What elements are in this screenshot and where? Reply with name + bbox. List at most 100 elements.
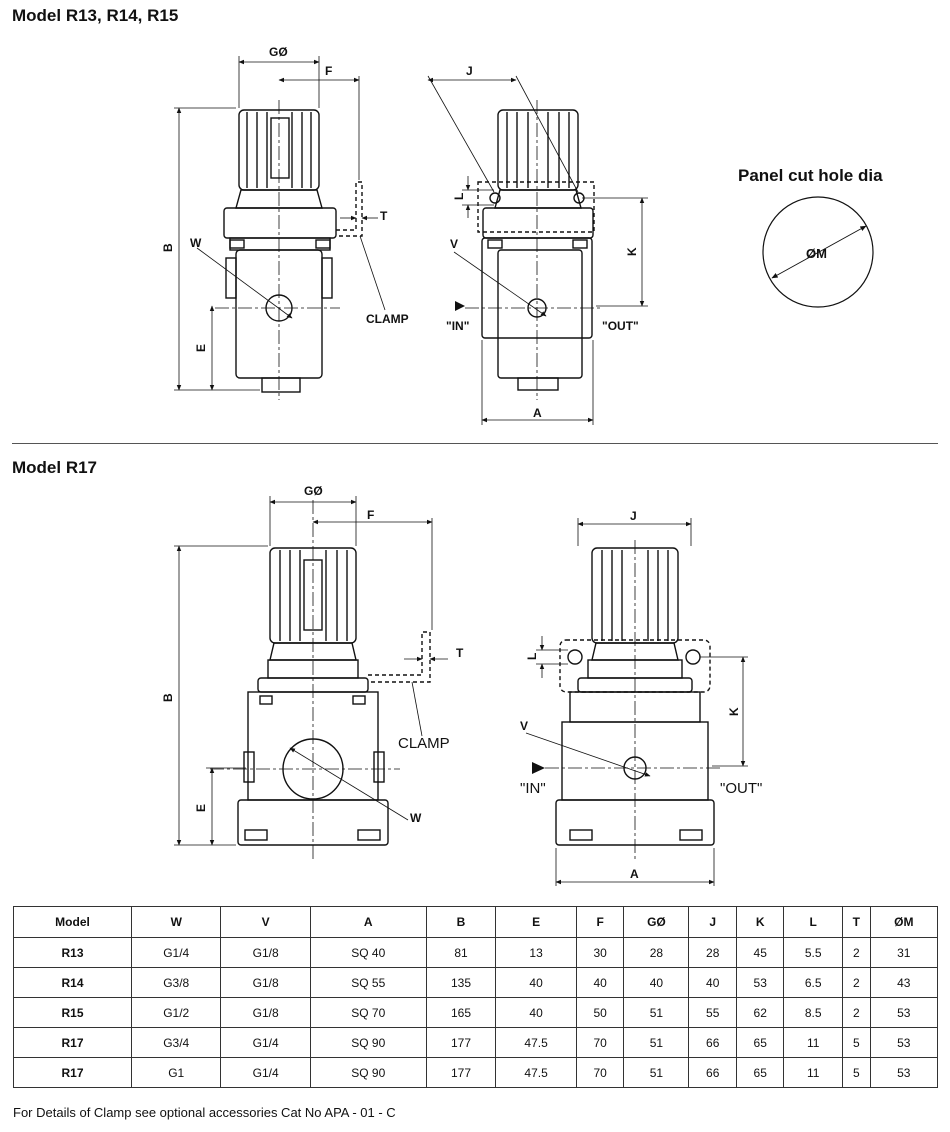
cell: 135 <box>425 967 497 998</box>
label-out-2: "OUT" <box>720 780 762 797</box>
cell: 11 <box>783 1057 843 1088</box>
cell-model: R14 <box>12 967 133 998</box>
label-in-2: "IN" <box>520 780 546 797</box>
cell-model: R17 <box>12 1057 133 1088</box>
header-j: J <box>688 906 737 938</box>
cell: G1/4 <box>220 1057 311 1088</box>
section-divider <box>12 443 938 444</box>
table-row: R15 G1/2 G1/8 SQ 70 165 40 50 51 55 62 8… <box>12 997 939 1028</box>
cell: 40 <box>688 967 737 998</box>
section-title-r17: Model R17 <box>12 458 98 477</box>
label-out-1: "OUT" <box>602 319 639 333</box>
cell: 40 <box>575 967 625 998</box>
cell: 40 <box>495 967 577 998</box>
label-m: ØM <box>806 246 827 261</box>
label-k-2: K <box>727 707 741 716</box>
table-header-row: Model W V A B E F GØ J K L T ØM <box>12 906 939 938</box>
cell: 51 <box>623 1057 690 1088</box>
header-k: K <box>735 906 785 938</box>
cell: G1/8 <box>220 967 311 998</box>
cell: 5 <box>841 1027 871 1058</box>
cell: 8.5 <box>783 997 843 1028</box>
panel-cut-hole-circle <box>762 196 874 308</box>
table-row: R13 G1/4 G1/8 SQ 40 81 13 30 28 28 45 5.… <box>12 937 939 968</box>
header-w: W <box>131 906 222 938</box>
cell: 62 <box>735 997 785 1028</box>
label-b-2: B <box>161 693 175 702</box>
cell: SQ 90 <box>309 1027 427 1058</box>
label-a-1: A <box>533 406 542 420</box>
header-f: F <box>575 906 625 938</box>
drawing-r17: GØ F T B E W CLAMP J L K V "IN" "OUT" A <box>161 484 762 886</box>
table-row: R17 G3/4 G1/4 SQ 90 177 47.5 70 51 66 65… <box>12 1027 939 1058</box>
cell: 13 <box>495 937 577 968</box>
label-j-1: J <box>466 64 473 78</box>
cell-model: R15 <box>12 997 133 1028</box>
label-t-1: T <box>380 209 388 223</box>
cell: SQ 90 <box>309 1057 427 1088</box>
cell: 66 <box>688 1057 737 1088</box>
label-g-1: GØ <box>269 45 288 59</box>
header-a: A <box>309 906 427 938</box>
header-t: T <box>841 906 871 938</box>
cell: G1/8 <box>220 937 311 968</box>
cell: SQ 40 <box>309 937 427 968</box>
cell: 28 <box>623 937 690 968</box>
cell: 55 <box>688 997 737 1028</box>
label-f-1: F <box>325 64 332 78</box>
label-clamp-2: CLAMP <box>398 735 450 752</box>
table-row: R17 G1 G1/4 SQ 90 177 47.5 70 51 66 65 1… <box>12 1057 939 1088</box>
cell: 47.5 <box>495 1057 577 1088</box>
label-l-2: L <box>525 653 539 660</box>
cell: 2 <box>841 967 871 998</box>
cell: 65 <box>735 1027 785 1058</box>
cell: 2 <box>841 937 871 968</box>
section-title-r13-r15: Model R13, R14, R15 <box>12 6 179 25</box>
cell: 43 <box>869 967 939 998</box>
cell: G1/4 <box>131 937 222 968</box>
cell: 51 <box>623 997 690 1028</box>
label-a-2: A <box>630 867 639 881</box>
cell: 47.5 <box>495 1027 577 1058</box>
header-e: E <box>495 906 577 938</box>
cell: 30 <box>575 937 625 968</box>
drawing-r13-r15: GØ F T B W E CLAMP J L K V "IN" "OUT" A … <box>161 45 883 425</box>
label-e-1: E <box>194 344 208 352</box>
label-w-2: W <box>410 811 422 825</box>
label-v-2: V <box>520 719 528 733</box>
dimensions-table: Model W V A B E F GØ J K L T ØM R13 G1/4… <box>12 906 939 1088</box>
table-row: R14 G3/8 G1/8 SQ 55 135 40 40 40 40 53 6… <box>12 967 939 998</box>
header-m: ØM <box>869 906 939 938</box>
label-in-1: "IN" <box>446 319 469 333</box>
cell-model: R17 <box>12 1027 133 1058</box>
label-clamp-1: CLAMP <box>366 312 409 326</box>
label-b-1: B <box>161 243 175 252</box>
header-b: B <box>425 906 497 938</box>
cell: 28 <box>688 937 737 968</box>
panel-cut-title: Panel cut hole dia <box>738 166 883 185</box>
cell: 45 <box>735 937 785 968</box>
label-j-2: J <box>630 509 637 523</box>
cell: 70 <box>575 1057 625 1088</box>
label-t-2: T <box>456 646 464 660</box>
cell: 53 <box>869 997 939 1028</box>
cell: 177 <box>425 1027 497 1058</box>
header-g: GØ <box>623 906 690 938</box>
cell: G3/4 <box>131 1027 222 1058</box>
cell: 50 <box>575 997 625 1028</box>
label-e-2: E <box>194 804 208 812</box>
label-f-2: F <box>367 508 374 522</box>
cell: G1 <box>131 1057 222 1088</box>
cell: 5 <box>841 1057 871 1088</box>
cell: G1/2 <box>131 997 222 1028</box>
side-view-r13 <box>223 109 363 393</box>
cell: G3/8 <box>131 967 222 998</box>
cell: 40 <box>495 997 577 1028</box>
cell: 2 <box>841 997 871 1028</box>
cell: 66 <box>688 1027 737 1058</box>
cell: G1/4 <box>220 1027 311 1058</box>
cell: 70 <box>575 1027 625 1058</box>
cell: 11 <box>783 1027 843 1058</box>
header-l: L <box>783 906 843 938</box>
cell: G1/8 <box>220 997 311 1028</box>
